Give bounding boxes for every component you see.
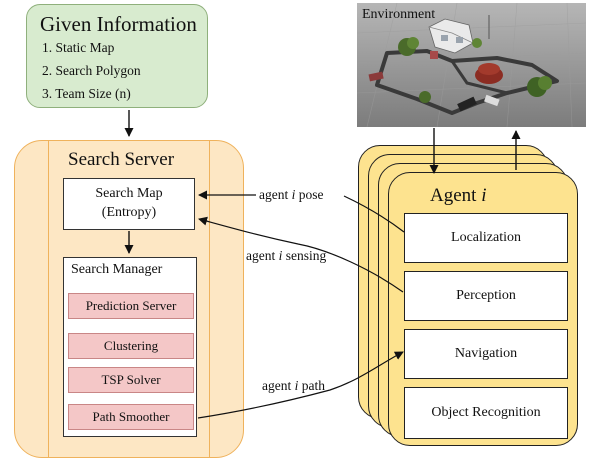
path-smoother-module: Path Smoother — [68, 404, 194, 430]
edge-label-sensing: agent i sensing — [246, 248, 327, 263]
edge-label-pose: agent i pose — [259, 187, 324, 202]
environment-title: Environment — [362, 7, 436, 22]
given-information-box — [26, 4, 208, 108]
localization-module: Localization — [404, 213, 568, 263]
search-server-title: Search Server — [68, 149, 175, 170]
path-connector — [197, 351, 404, 419]
search-map-box: Search Map (Entropy) — [63, 178, 195, 230]
search-map-label: Search Map — [95, 186, 163, 201]
clustering-module: Clustering — [68, 333, 194, 359]
agent-title: Agent i — [430, 185, 487, 206]
pose-connector — [343, 195, 405, 233]
tsp-solver-module: TSP Solver — [68, 367, 194, 393]
environment-image — [357, 3, 586, 127]
given-item-team-size: 3. Team Size (n) — [42, 86, 131, 101]
given-information-title: Given Information — [40, 12, 197, 36]
given-item-search-polygon: 2. Search Polygon — [42, 63, 141, 78]
search-map-sublabel: (Entropy) — [101, 205, 157, 220]
environment-scene — [357, 3, 586, 127]
search-server-band — [48, 141, 210, 457]
prediction-server-module: Prediction Server — [68, 293, 194, 319]
perception-module: Perception — [404, 271, 568, 321]
navigation-module: Navigation — [404, 329, 568, 379]
given-item-static-map: 1. Static Map — [42, 40, 115, 55]
edge-label-path: agent i path — [262, 378, 326, 393]
sensing-connector — [198, 216, 404, 293]
search-manager-title: Search Manager — [71, 262, 163, 277]
object-recognition-module: Object Recognition — [404, 387, 568, 439]
